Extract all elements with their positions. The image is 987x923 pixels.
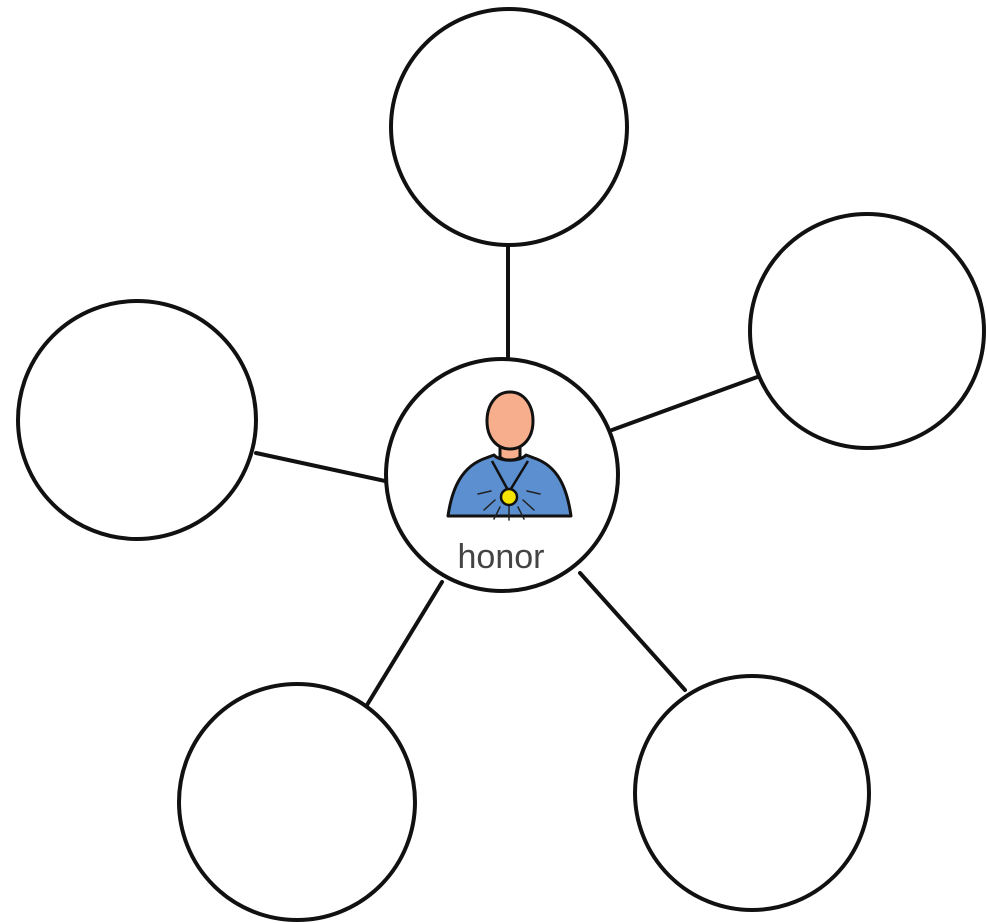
center-node-group: honor [384, 357, 620, 593]
center-node-label: honor [458, 538, 545, 576]
person-with-medal-icon [446, 390, 573, 521]
connector-left [254, 451, 387, 483]
outer-node-bottom-left[interactable] [177, 682, 417, 922]
connectors [254, 244, 762, 707]
medal-sparkle-shape [477, 490, 541, 521]
outer-node-right[interactable] [748, 212, 986, 450]
medal-disk-shape [499, 487, 519, 507]
connector-bottom-left [365, 580, 444, 707]
outer-nodes [16, 7, 986, 922]
connector-bottom-right [578, 571, 687, 692]
outer-node-left[interactable] [16, 299, 258, 541]
outer-node-bottom-right[interactable] [633, 674, 871, 912]
person-head-shape [485, 390, 535, 451]
outer-node-top[interactable] [389, 7, 629, 247]
connector-right [610, 374, 762, 432]
